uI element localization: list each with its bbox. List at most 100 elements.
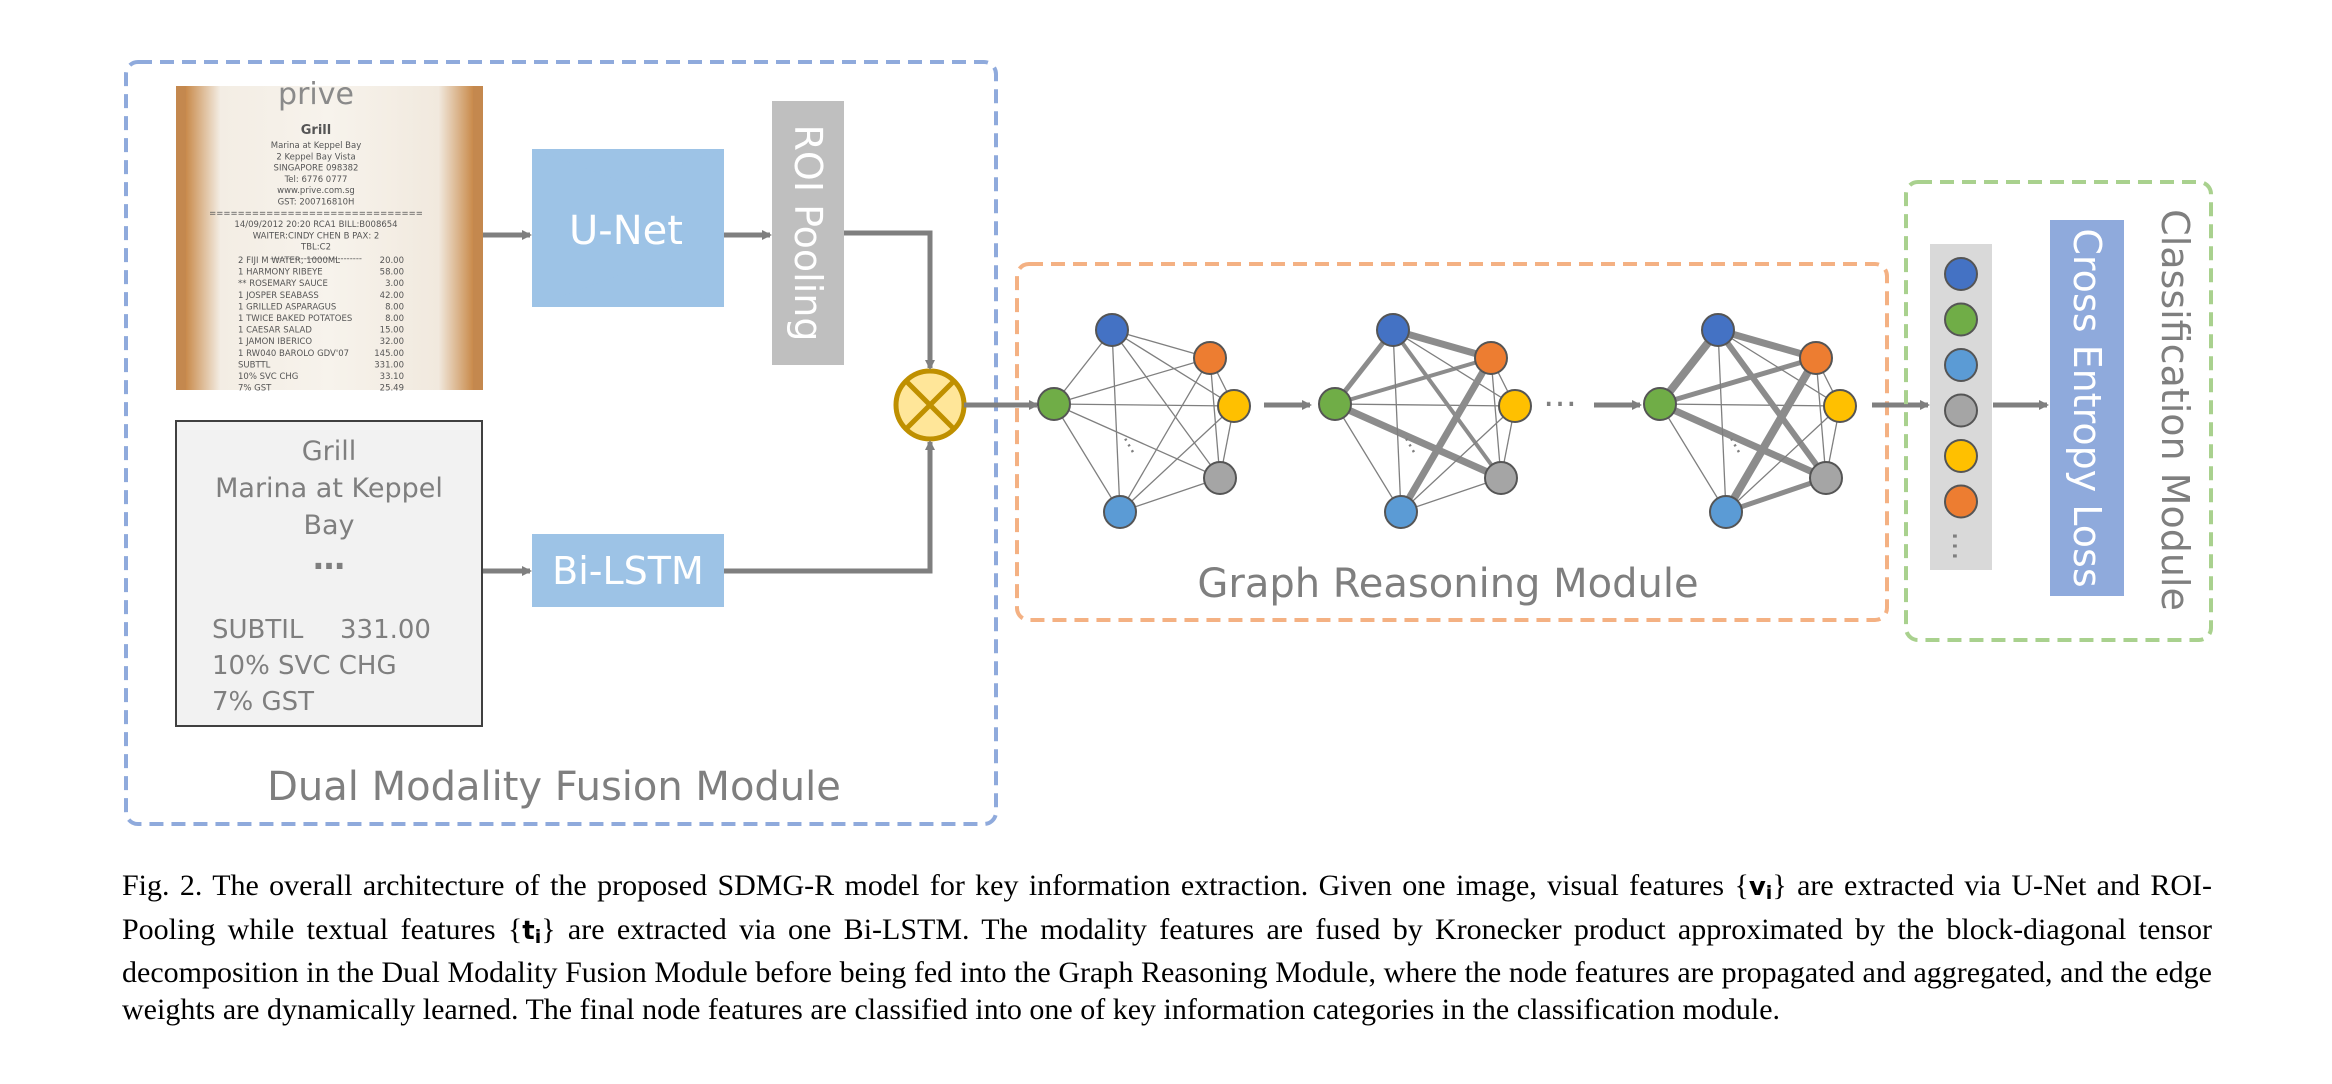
stack-node-green — [1944, 302, 1978, 337]
receipt-item-name: 7% GST — [238, 384, 272, 394]
figure-caption: Fig. 2. The overall architecture of the … — [122, 868, 2212, 1028]
graph-node-orange — [1799, 341, 1833, 375]
graph-node-lightblue — [1384, 495, 1418, 529]
receipt-item-name: 1 CAESAR SALAD — [238, 326, 312, 336]
graph-edge — [1659, 355, 1817, 407]
graph-edge — [1053, 357, 1211, 405]
graph-edge — [1722, 355, 1820, 515]
receipt-line: WAITER:CINDY CHEN B PAX: 2 — [253, 231, 380, 241]
receipt-item-price: 25.49 — [380, 384, 404, 394]
receipt-item-price: 15.00 — [380, 326, 404, 336]
receipt-line: TBL:C2 — [300, 243, 331, 253]
graph-edge — [1490, 357, 1502, 479]
graph-edge — [1397, 356, 1495, 514]
graph-edge — [1119, 405, 1235, 513]
kronecker-product-icon — [893, 368, 967, 442]
text-box-svc: 10% SVC CHG — [212, 651, 397, 681]
receipt-item-price: 331.00 — [374, 360, 404, 370]
receipt-item-name: 1 HARMONY RIBEYE — [238, 268, 323, 278]
text-box-line1: Marina at Keppel — [215, 473, 443, 504]
graph-edge — [1119, 357, 1211, 513]
graph-edge — [1053, 403, 1221, 479]
receipt-line: GST: 200716810H — [278, 198, 355, 208]
receipt-item-price: 3.00 — [385, 279, 404, 289]
caption-subscript-i-2: i — [534, 925, 542, 948]
receipt-item-name: 1 JAMON IBERICO — [238, 337, 312, 347]
graph-node-yellow — [1217, 389, 1251, 423]
fusion-module-label: Dual Modality Fusion Module — [267, 764, 841, 810]
graph-edge — [1111, 329, 1235, 407]
graph-edge — [1717, 329, 1841, 407]
caption-part-3: } are extracted via one Bi-LSTM. The mod… — [122, 912, 2212, 1026]
cross-entropy-loss-block — [2050, 220, 2124, 596]
graph-node-gray — [1203, 461, 1237, 495]
text-box-ellipsis: … — [313, 539, 345, 577]
text-box-subtil: SUBTIL — [212, 615, 304, 645]
graph-edges — [1053, 326, 1841, 515]
graph-node-blue — [1095, 313, 1129, 347]
receipt-line: ------------------------------ — [270, 254, 362, 264]
caption-symbol-t: t — [522, 915, 535, 946]
receipt-item-name: 2 FIJI M WATER, 1000ML — [238, 256, 340, 266]
graph-module-border — [1015, 262, 1889, 622]
graph-node-gray — [1809, 461, 1843, 495]
receipt-item-price: 42.00 — [380, 291, 404, 301]
text-box-gst: 7% GST — [212, 687, 314, 717]
graph-edge — [1392, 329, 1516, 407]
graph-node-lightblue — [1103, 495, 1137, 529]
graph-edge — [1725, 475, 1827, 515]
receipt-item-name: 1 TWICE BAKED POTATOES — [238, 314, 352, 324]
stack-ellipsis: … — [1945, 531, 1980, 561]
receipt-item-price: 58.00 — [380, 268, 404, 278]
graph-nodes: ……… — [1037, 313, 1857, 529]
graph-edge — [1815, 357, 1827, 479]
caption-symbol-v: v — [1748, 872, 1766, 902]
stack-node-blue — [1944, 257, 1978, 291]
graph-edge — [1111, 329, 1221, 479]
unet-label: U-Net — [569, 208, 683, 254]
cross-entropy-loss-label: Cross Entropy Loss — [2065, 228, 2109, 587]
fusion-module-border — [124, 60, 998, 826]
graph-edge — [1391, 328, 1503, 480]
receipt-line: Tel: 6776 0777 — [284, 175, 348, 185]
graph-node-gray — [1484, 461, 1518, 495]
graph-node-yellow — [1498, 389, 1532, 423]
graph-edge — [1209, 357, 1221, 479]
receipt-item-price: 20.00 — [380, 256, 404, 266]
receipt-item-name: ** ROSEMARY SAUCE — [238, 279, 328, 289]
caption-part-1: Fig. 2. The overall architecture of the … — [122, 869, 1749, 902]
receipt-item-name: 10% SVC CHG — [238, 372, 298, 382]
ocr-text-box: Grill Marina at Keppel Bay … SUBTIL 331.… — [175, 420, 483, 727]
graph-edge — [1334, 403, 1516, 407]
receipt-item-price: 145.00 — [374, 349, 404, 359]
receipt-line: 14/09/2012 20:20 RCA1 BILL:B008654 — [234, 220, 397, 230]
graph-edge — [1392, 329, 1402, 513]
receipt-items: 2 FIJI M WATER, 1000ML 20.00 1 HARMONY RIB… — [238, 256, 404, 394]
graph-edge — [1334, 403, 1402, 513]
receipt-item-name: 1 RW040 BAROLO GDV'07 — [238, 349, 349, 359]
graph-node-blue — [1376, 313, 1410, 347]
arrow-bilstm-to-kron — [724, 440, 935, 574]
receipt-line: 2 Keppel Bay Vista — [276, 152, 355, 162]
graph-edge — [1715, 328, 1829, 480]
graph-edge — [1400, 405, 1516, 513]
bilstm-block — [532, 534, 724, 607]
arrow-roi-to-kron — [844, 230, 935, 370]
stack-node-yellow — [1944, 439, 1978, 473]
roi-pooling-block — [772, 101, 844, 365]
receipt-item-name: 1 GRILLED ASPARAGUS — [238, 302, 336, 312]
graph-edge — [1659, 403, 1841, 407]
unet-shape — [532, 149, 724, 307]
receipt-line: SINGAPORE 098382 — [274, 164, 359, 174]
graph-edge — [1334, 356, 1492, 406]
graph-module-label: Graph Reasoning Module — [1197, 561, 1698, 607]
receipt-item-price: 8.00 — [385, 314, 404, 324]
receipt-line: ============================== — [209, 209, 423, 219]
text-box-subtil-value: 331.00 — [340, 615, 431, 645]
receipt-item-name: 1 JOSPER SEABASS — [238, 291, 319, 301]
graph-edge — [1658, 400, 1828, 482]
graph-edge — [1725, 405, 1841, 513]
